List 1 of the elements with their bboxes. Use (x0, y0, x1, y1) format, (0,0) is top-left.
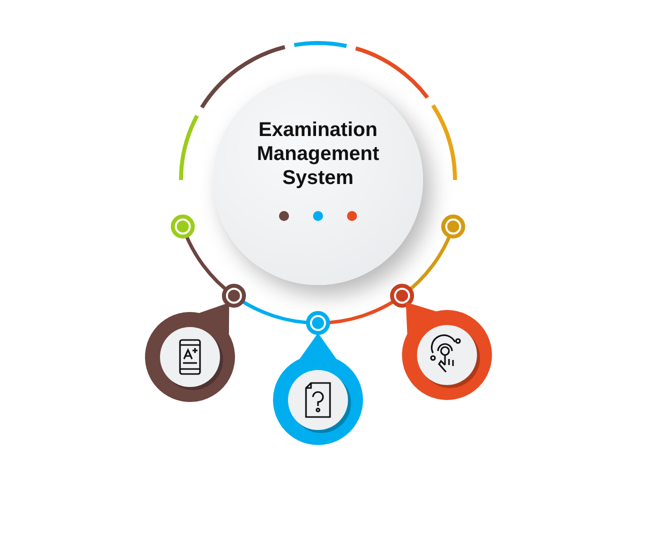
title-text: Examination Management System (256, 118, 380, 190)
